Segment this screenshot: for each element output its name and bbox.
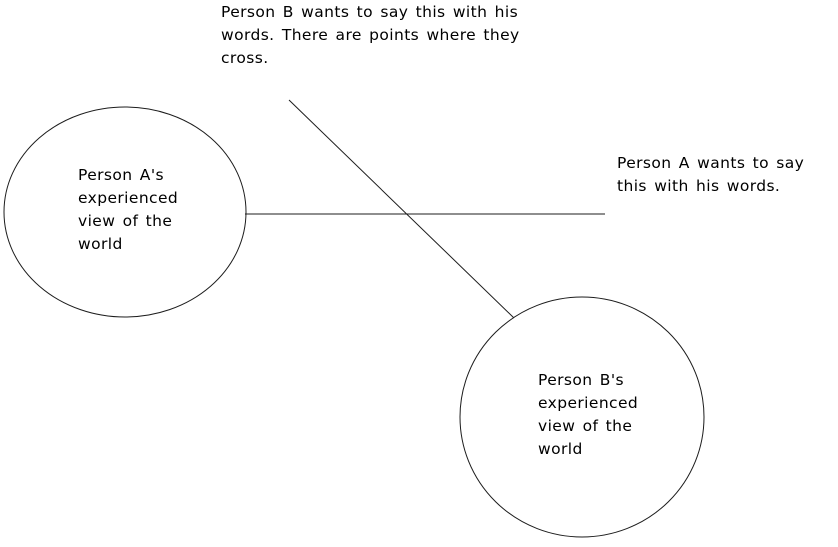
- circle-b-label: Person B's experienced view of the world: [538, 369, 638, 461]
- circle-b-label-line-3: view of the: [538, 417, 633, 435]
- circle-a-label-line-3: view of the: [78, 212, 173, 230]
- circle-a-label-line-2: experienced: [78, 189, 179, 207]
- annotation-person-a: Person A wants to say this with his word…: [617, 152, 804, 198]
- annotation-person-b: Person B wants to say this with his word…: [221, 1, 520, 70]
- annotation-person-b-line-2: words. There are points where they: [221, 26, 520, 44]
- circle-b-label-line-1: Person B's: [538, 371, 624, 389]
- annotation-person-a-line-1: Person A wants to say: [617, 154, 805, 172]
- circle-b-label-line-4: world: [538, 440, 583, 458]
- circle-a-label: Person A's experienced view of the world: [78, 164, 178, 256]
- annotation-person-a-line-2: this with his words.: [617, 177, 781, 195]
- circle-b-label-line-2: experienced: [538, 394, 639, 412]
- speech-line-person-b: [288, 99, 515, 319]
- annotation-person-b-line-3: cross.: [221, 49, 269, 67]
- circle-a-label-line-1: Person A's: [78, 166, 164, 184]
- annotation-person-b-line-1: Person B wants to say this with his: [221, 3, 519, 21]
- venn-circle-person-b: [459, 296, 705, 538]
- venn-circle-person-a: [3, 106, 247, 318]
- circle-a-label-line-4: world: [78, 235, 123, 253]
